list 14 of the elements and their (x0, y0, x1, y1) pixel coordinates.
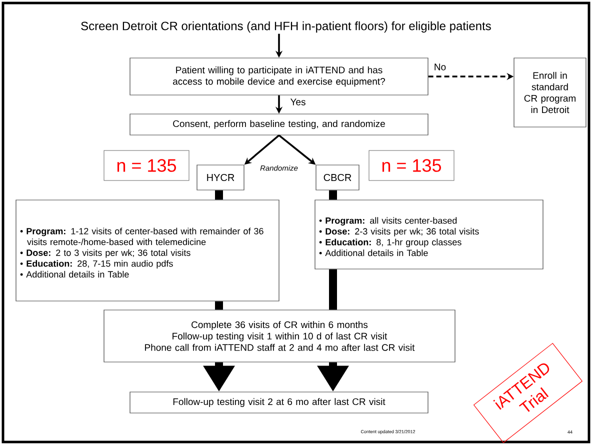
details-box: • Program: all visits center-based • Dose: 2-3 visits per wk; 36 total visits • Education: 8, 1-hr group classes • Additional details in Table (314, 200, 544, 270)
edge-label: No (432, 62, 448, 72)
edge-label: Yes (289, 98, 307, 106)
arm-box: CBCR (316, 164, 360, 190)
process-box: Follow-up testing visit 2 at 6 mo after last CR visit (130, 392, 428, 414)
process-box: Consent, perform baseline testing, and randomize (130, 114, 428, 136)
count-box: n = 135 (368, 150, 454, 181)
details-box: • Program: 1-12 visits of center-based with remainder of 36 visits remote-/home-based with telemedicine • Dose: 2 to 3 visits per wk; 36 total visits • Education: 28, 7-15 min audio pdfs • Additional details in Table (16, 200, 280, 302)
title-text: Screen Detroit CR orientations (and HFH in-patient floors) for eligible patients (81, 21, 491, 33)
arm-box: HYCR (196, 164, 244, 190)
process-box: Enroll in standard CR program in Detroit (514, 58, 586, 128)
process-box: Complete 36 visits of CR within 6 months Follow-up testing visit 1 within 10 d of last CR visit Phone call from iATTEND staff at 2 and 4 mo after last CR visit (104, 310, 456, 362)
count-box: n = 135 (104, 150, 190, 181)
decision-box: Patient willing to participate in iATTEND and has access to mobile device and exercise equipment? (130, 58, 428, 96)
